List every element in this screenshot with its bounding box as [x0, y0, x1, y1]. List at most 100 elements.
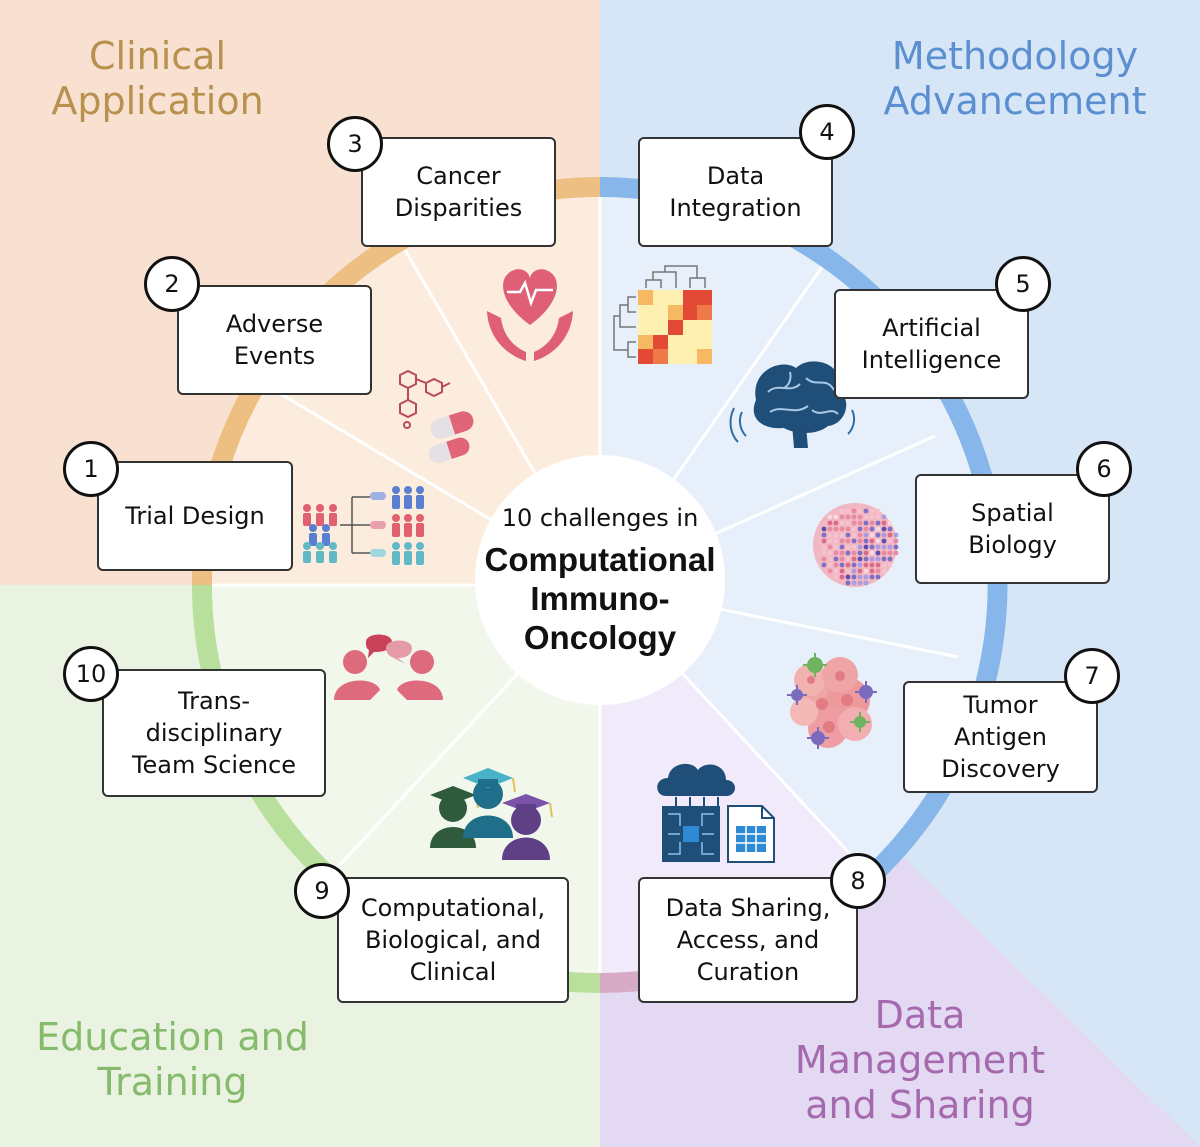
- tissue-dot: [845, 520, 851, 526]
- tissue-dot: [821, 562, 827, 568]
- tissue-dot: [857, 544, 863, 550]
- tissue-dot: [851, 550, 857, 556]
- tissue-dot: [875, 514, 881, 520]
- tissue-dot: [839, 568, 845, 574]
- tissue-dot-field: [821, 508, 899, 586]
- conversation-icon: [334, 634, 443, 700]
- tissue-dot: [857, 538, 863, 544]
- tissue-dot: [839, 526, 845, 532]
- challenge-box-tumor-antigen-discovery: Tumor Antigen Discovery: [903, 681, 1098, 793]
- tissue-dot: [881, 556, 887, 562]
- tissue-dot: [827, 526, 833, 532]
- tissue-dot: [857, 568, 863, 574]
- challenge-number-badge: 4: [799, 104, 855, 160]
- tissue-dot: [881, 568, 887, 574]
- tissue-dot: [863, 538, 869, 544]
- tissue-dot: [845, 568, 851, 574]
- pills-molecule-icon: [399, 369, 474, 464]
- tissue-dot: [893, 544, 899, 550]
- tissue-dot: [887, 538, 893, 544]
- tissue-dot: [827, 544, 833, 550]
- graduates-icon: [430, 768, 553, 860]
- tissue-dot: [875, 532, 881, 538]
- tissue-dot: [839, 574, 845, 580]
- challenge-number-badge: 7: [1064, 648, 1120, 704]
- challenge-label: Cancer Disparities: [394, 162, 523, 222]
- tissue-dot: [839, 520, 845, 526]
- challenge-box-computational-biological-clinical: Computational, Biological, and Clinical: [337, 877, 569, 1003]
- tissue-dot: [857, 532, 863, 538]
- tissue-dot: [845, 562, 851, 568]
- tissue-dot: [851, 580, 857, 586]
- challenge-box-team-science: Trans- disciplinary Team Science: [102, 669, 326, 797]
- tissue-dot: [821, 538, 827, 544]
- tissue-dot: [875, 568, 881, 574]
- tissue-dot: [833, 514, 839, 520]
- tissue-dot: [821, 526, 827, 532]
- tissue-dot: [881, 538, 887, 544]
- challenge-label: Adverse Events: [225, 310, 324, 370]
- tissue-dot: [833, 538, 839, 544]
- tissue-dot: [845, 556, 851, 562]
- challenge-label: Data Integration: [669, 162, 802, 222]
- tissue-dot: [839, 556, 845, 562]
- tissue-dot: [845, 538, 851, 544]
- tissue-dot: [851, 520, 857, 526]
- tissue-dot: [851, 562, 857, 568]
- tissue-dot: [827, 538, 833, 544]
- tissue-dot: [827, 562, 833, 568]
- tissue-dot: [857, 508, 863, 514]
- tissue-dot: [863, 562, 869, 568]
- tissue-dot: [851, 508, 857, 514]
- graduate-right: [502, 794, 553, 860]
- challenge-number-badge: 8: [830, 853, 886, 909]
- immune-cell: [850, 712, 870, 732]
- challenge-box-spatial-biology: Spatial Biology: [915, 474, 1110, 584]
- tissue-dot: [845, 574, 851, 580]
- center-title-line: Oncology: [523, 618, 677, 656]
- tissue-dot: [875, 526, 881, 532]
- tissue-dot: [821, 532, 827, 538]
- tissue-dot: [881, 520, 887, 526]
- tissue-dot: [833, 520, 839, 526]
- tissue-dot: [845, 508, 851, 514]
- challenge-label: Trial Design: [125, 502, 265, 530]
- tissue-dot: [851, 538, 857, 544]
- tissue-dot: [875, 508, 881, 514]
- tissue-dot: [827, 514, 833, 520]
- brain-icon: [729, 361, 856, 448]
- tissue-dot: [881, 532, 887, 538]
- tissue-dot: [857, 550, 863, 556]
- tissue-dot: [887, 562, 893, 568]
- tissue-dot: [821, 550, 827, 556]
- tissue-dot: [839, 544, 845, 550]
- tissue-dot: [863, 568, 869, 574]
- tissue-dot: [863, 526, 869, 532]
- tissue-dot: [833, 544, 839, 550]
- tissue-dot: [869, 550, 875, 556]
- challenge-label: Tumor Antigen Discovery: [941, 691, 1060, 783]
- tissue-dot: [869, 568, 875, 574]
- challenge-box-cancer-disparities: Cancer Disparities: [361, 137, 556, 247]
- challenge-box-adverse-events: Adverse Events: [177, 285, 372, 395]
- tissue-dot: [869, 532, 875, 538]
- tissue-dot: [869, 556, 875, 562]
- challenge-number-badge: 5: [995, 256, 1051, 312]
- heart-hands-icon: [487, 269, 573, 361]
- tissue-dot: [851, 574, 857, 580]
- tissue-dot: [857, 526, 863, 532]
- tissue-dot: [863, 574, 869, 580]
- center-title: Computational Immuno- Oncology: [485, 540, 716, 657]
- tissue-dots-icon: [813, 503, 899, 587]
- tissue-dot: [863, 580, 869, 586]
- tissue-dot: [833, 550, 839, 556]
- tissue-dot: [821, 544, 827, 550]
- tissue-dot: [857, 514, 863, 520]
- immune-cell: [787, 685, 807, 705]
- immune-cell: [855, 681, 877, 703]
- tissue-dot: [875, 562, 881, 568]
- tissue-dot: [893, 550, 899, 556]
- tissue-dot: [857, 562, 863, 568]
